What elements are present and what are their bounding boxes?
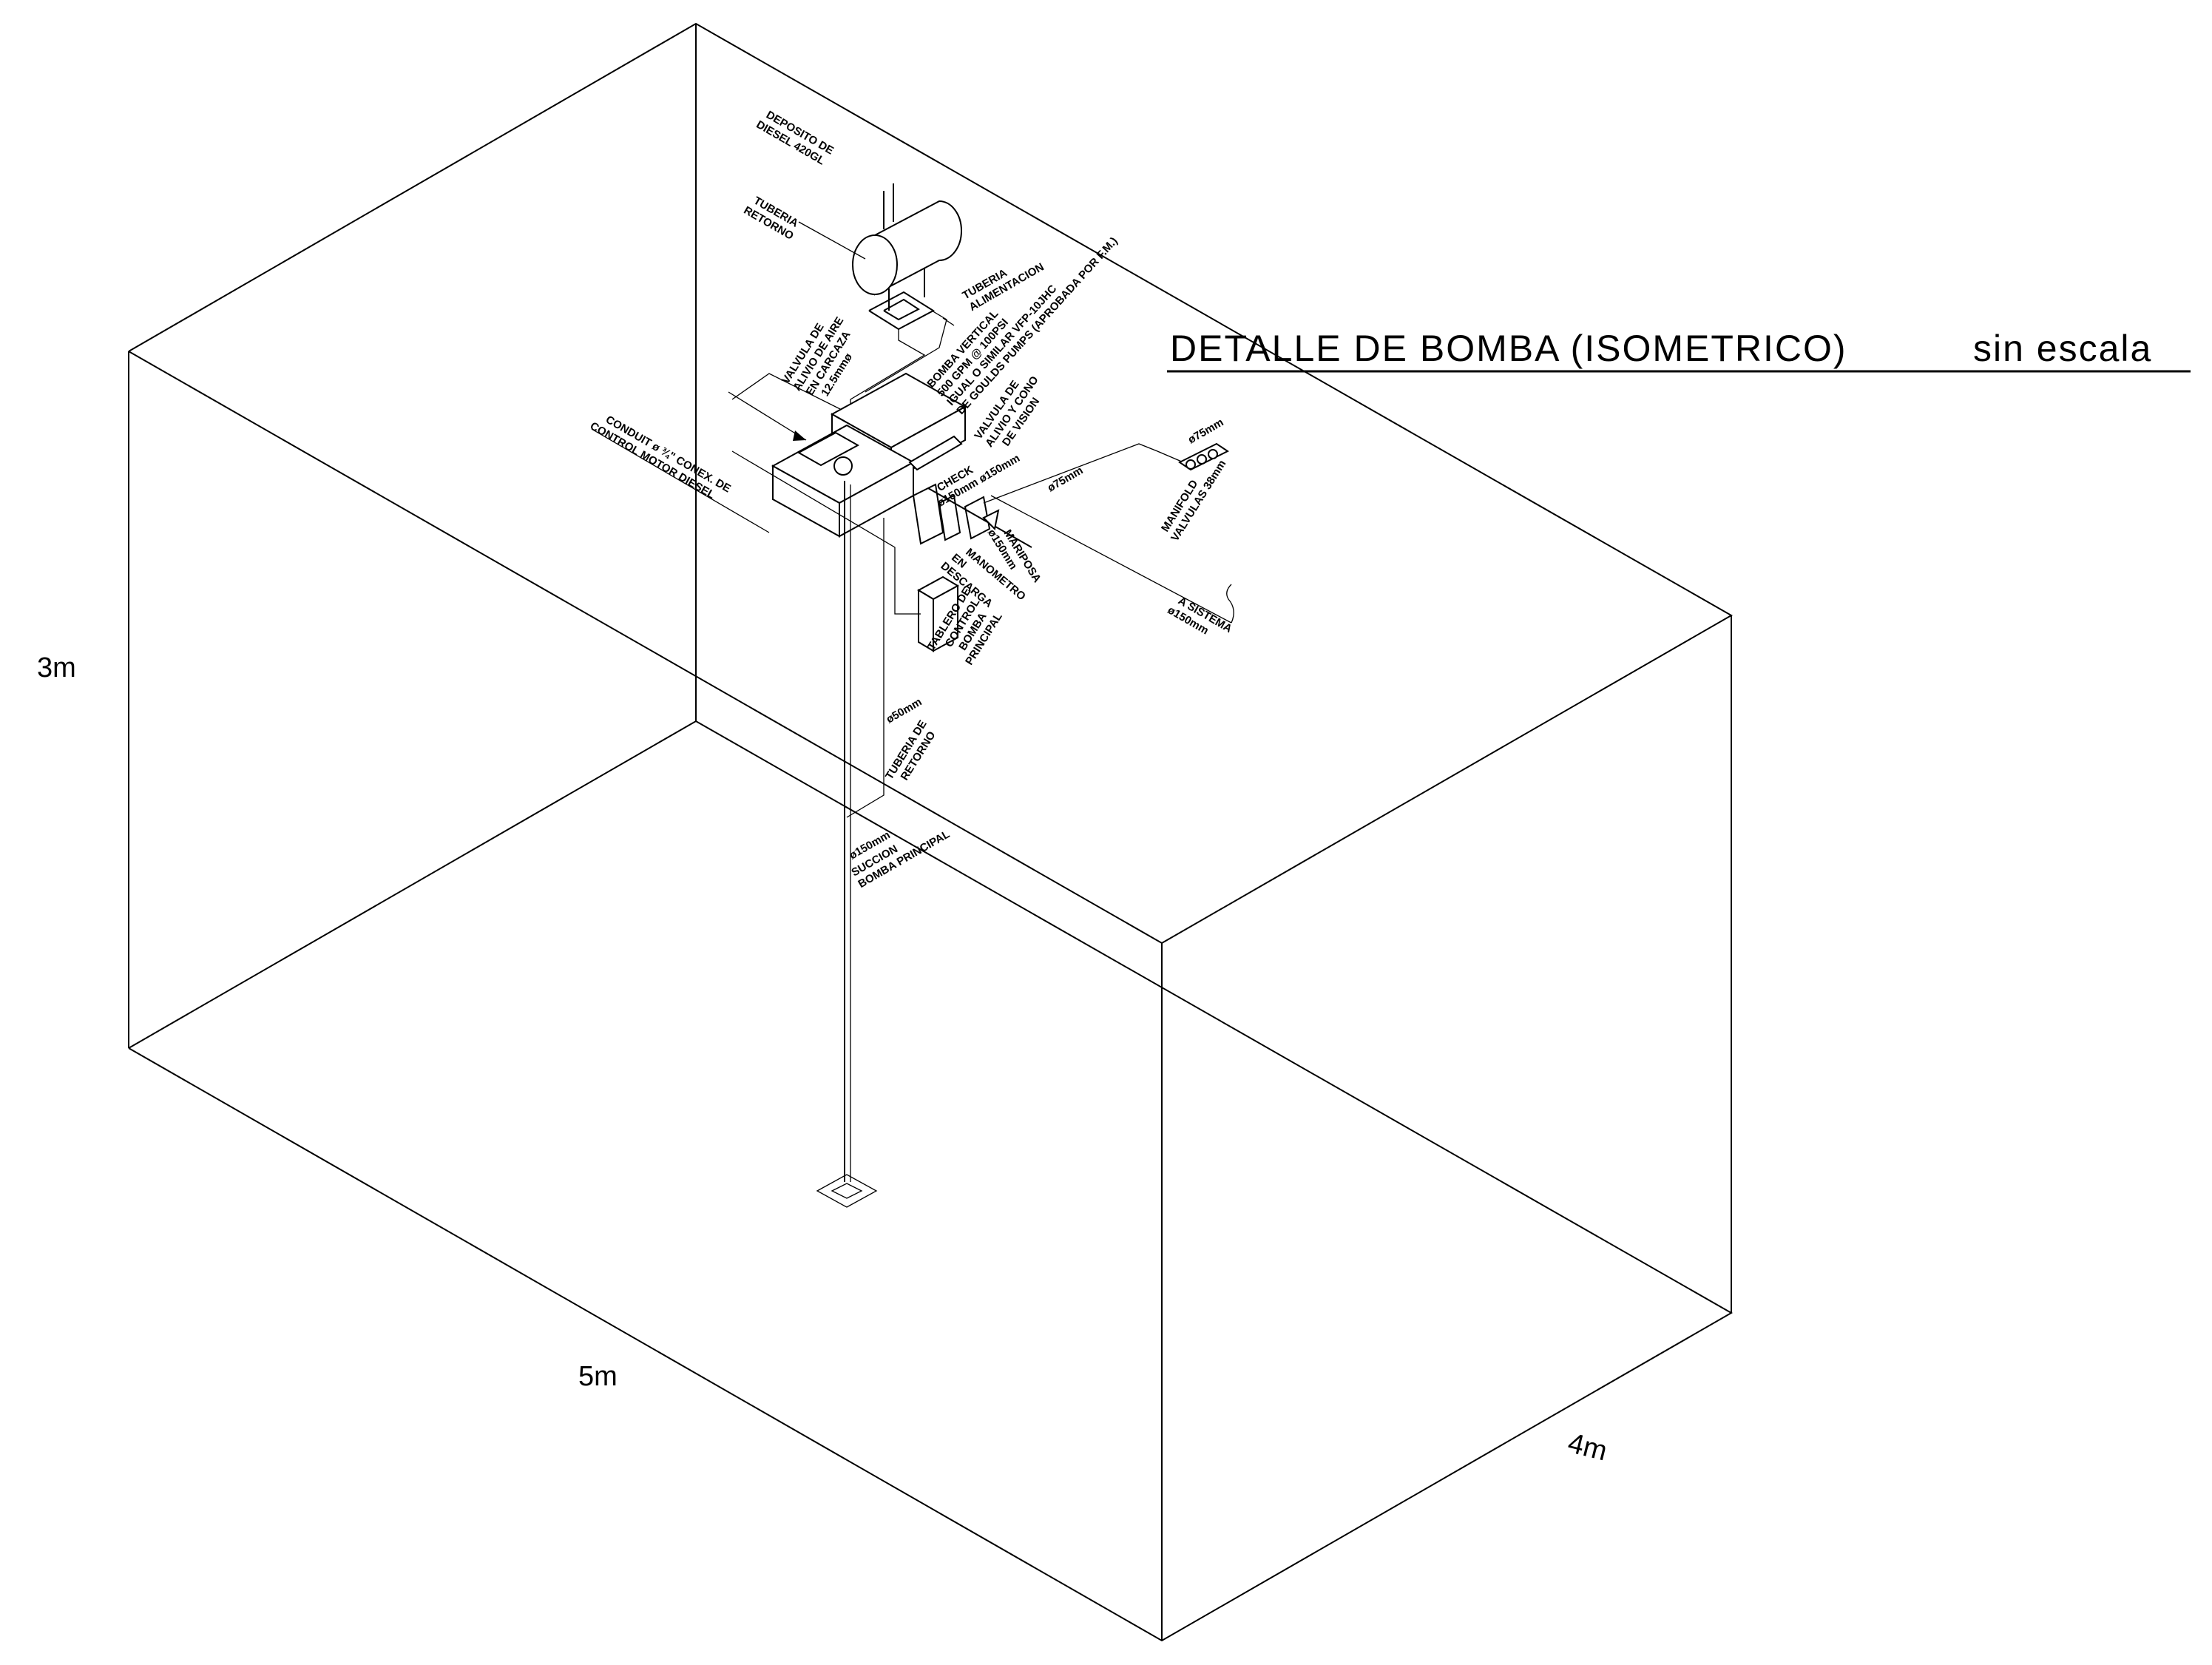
drawing-title: DETALLE DE BOMBA (ISOMETRICO) sin escala — [1167, 328, 2191, 373]
leaders — [728, 221, 955, 441]
vertical-pump — [771, 372, 967, 538]
label-deposito: DEPOSITO DE DIESEL 420GL — [754, 109, 836, 168]
discharge-valves — [912, 483, 1032, 548]
label-a-sistema: A SISTEMA ø150mm — [1166, 595, 1234, 638]
label-tuberia-retorno-top: TUBERIA RETORNO — [742, 195, 801, 243]
dim-height: 3m — [37, 652, 76, 683]
label-pipe75: ø75mm — [1046, 464, 1086, 494]
dim-width: 4m — [1565, 1428, 1610, 1468]
piping — [591, 428, 1234, 1208]
fuel-lines — [731, 310, 947, 416]
label-valvula-alivio-aire: VALVULA DE ALIVIO DE AIRE EN CARCAZA 12.… — [779, 315, 856, 399]
title-main: DETALLE DE BOMBA (ISOMETRICO) — [1170, 328, 1847, 369]
dim-length: 5m — [578, 1361, 618, 1392]
label-tuberia-retorno-bottom: TUBERIA DE RETORNO — [883, 718, 938, 783]
diesel-tank — [852, 183, 962, 331]
label-manifold-diam: ø75mm — [1186, 416, 1226, 446]
room-box — [128, 22, 1734, 1642]
label-conduit: CONDUIT ø ¾" CONEX. DE CONTROL MOTOR DIE… — [588, 413, 733, 501]
label-conduit-1: CONDUIT ø ¾" CONEX. DE — [603, 413, 733, 496]
label-conduit-2: CONTROL MOTOR DIESEL — [588, 419, 717, 501]
title-scale: sin escala — [1973, 328, 2152, 369]
control-panel — [916, 575, 960, 652]
